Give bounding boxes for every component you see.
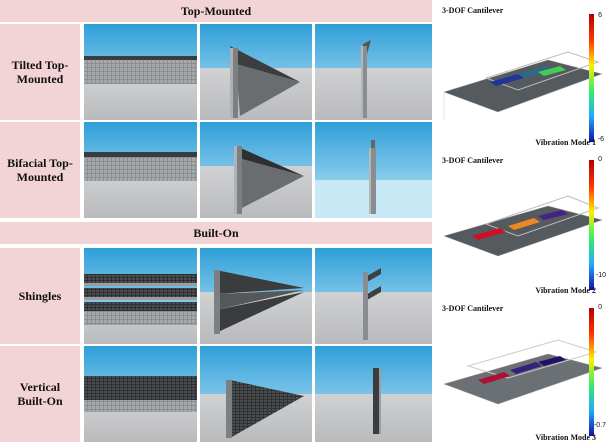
simulation-panel-mode-3: 3-DOF Cantilever 0 -0.7 Vibration Mode 3: [438, 298, 608, 445]
simulation-panel-mode-2: 3-DOF Cantilever 0 -10 Vibration Mode 2: [438, 150, 608, 298]
section-header-built-on: Built-On: [0, 222, 432, 244]
render-front-view: [84, 346, 197, 442]
render-side-view: [200, 248, 312, 344]
row-label-vertical-built-on: Vertical Built-On: [0, 346, 80, 442]
row-label-bifacial-top-mounted: Bifacial Top-Mounted: [0, 122, 80, 218]
render-front-view: [84, 24, 197, 120]
section-header-top-mounted: Top-Mounted: [0, 0, 432, 22]
simulation-panel-mode-1: 3-DOF Cantilever 6 -6 Vibration Mode 1: [438, 0, 608, 150]
simulation-title: 3-DOF Cantilever: [442, 6, 504, 15]
render-front-view: [84, 248, 197, 344]
colorbar-min: -0.7: [593, 422, 606, 429]
render-edge-view: [315, 346, 432, 442]
simulation-title: 3-DOF Cantilever: [442, 304, 504, 313]
vibration-mode-label: Vibration Mode 2: [535, 286, 596, 295]
render-side-view: [200, 122, 312, 218]
render-side-view: [200, 24, 312, 120]
vibration-mode-label: Vibration Mode 3: [535, 433, 596, 442]
row-label-text: Shingles: [18, 289, 62, 303]
render-edge-view: [315, 248, 432, 344]
colorbar-max: 0: [598, 156, 602, 163]
render-edge-view: [315, 122, 432, 218]
colorbar-max: 0: [598, 304, 602, 311]
section-title: Built-On: [193, 225, 239, 240]
colorbar-min: -6: [597, 136, 604, 143]
render-edge-view: [315, 24, 432, 120]
render-front-view: [84, 122, 197, 218]
row-label-tilted-top-mounted: Tilted Top-Mounted: [0, 24, 80, 120]
row-label-shingles: Shingles: [0, 248, 80, 344]
row-label-text: Bifacial Top-Mounted: [7, 156, 73, 184]
row-label-text: Tilted Top-Mounted: [11, 58, 69, 86]
colorbar-min: -10: [595, 272, 606, 279]
section-title: Top-Mounted: [180, 3, 252, 18]
row-label-text: Vertical Built-On: [17, 380, 63, 408]
colorbar-max: 6: [598, 12, 602, 19]
render-side-view: [200, 346, 312, 442]
vibration-mode-label: Vibration Mode 1: [535, 138, 596, 147]
simulation-title: 3-DOF Cantilever: [442, 156, 504, 165]
